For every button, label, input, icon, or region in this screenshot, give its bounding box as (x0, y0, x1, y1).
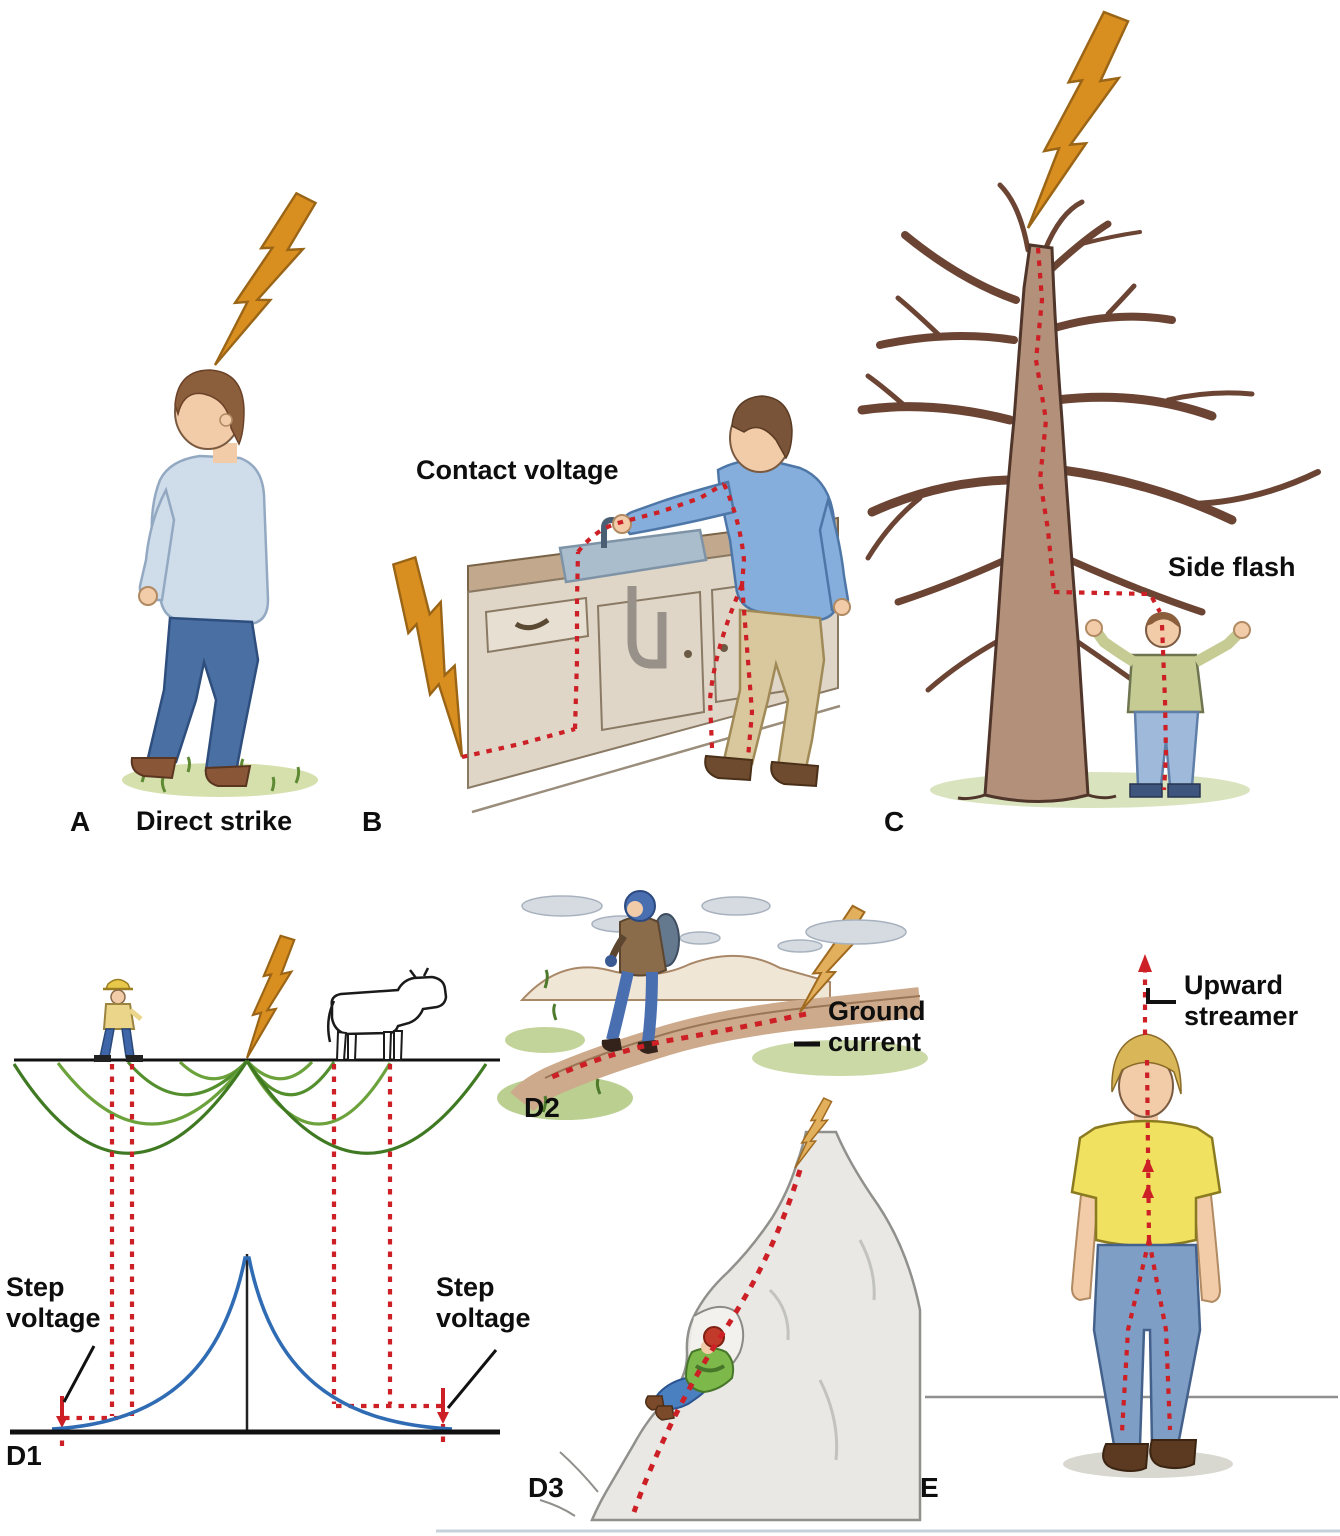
lightning-bolt-icon (242, 932, 300, 1065)
man-figure-side-flash (1085, 612, 1251, 798)
tree-figure (857, 182, 1321, 803)
faucet (601, 516, 625, 548)
panel-letter-a: A (70, 806, 91, 837)
sink-drain-pipe (627, 586, 667, 669)
hiker-figure (601, 890, 680, 1054)
upward-streamer-label: Upward streamer (1184, 970, 1299, 1032)
lightning-bolt-icon (209, 186, 323, 381)
voltage-curve (51, 1256, 453, 1431)
man-figure-upward-streamer (1070, 1033, 1222, 1472)
step-voltage-label-right: Step voltage (436, 1272, 531, 1334)
grass-blades (541, 969, 602, 1113)
walker-figure (94, 978, 143, 1062)
label-tick (1146, 988, 1176, 1004)
sink-basin (558, 528, 708, 584)
side-flash-label: Side flash (1168, 552, 1296, 582)
equipotential-arcs (12, 1059, 488, 1155)
panel-letter-d3: D3 (528, 1472, 564, 1503)
step-voltage-arrows (56, 1388, 449, 1428)
panel-a-caption: Direct strike (136, 806, 293, 836)
panel-letter-b: B (362, 806, 383, 837)
man-figure-direct-strike (130, 369, 270, 787)
panel-letter-c: C (884, 806, 905, 837)
panel-c-illustration (857, 5, 1321, 808)
panel-letter-d1: D1 (6, 1440, 42, 1471)
panel-b-illustration (376, 395, 851, 814)
lower-ridge (539, 1451, 599, 1517)
grass-area (505, 1027, 585, 1053)
step-voltage-label-left: Step voltage (6, 1272, 101, 1334)
current-path (631, 1169, 803, 1513)
grass-patch (930, 772, 1250, 808)
panel-d1-illustration (10, 932, 500, 1448)
pointer-line (446, 1349, 498, 1409)
grass-area (752, 1040, 928, 1076)
pointer-line (62, 1345, 96, 1403)
cabinet-door (596, 590, 706, 732)
panel-letter-e: E (920, 1472, 939, 1503)
ground-current-label: Ground current (828, 996, 926, 1058)
step-voltage-dashed-lines (59, 1064, 446, 1448)
panel-d3-illustration (539, 1095, 922, 1522)
streamer-path (1119, 954, 1173, 1433)
drawer-handle (514, 617, 550, 631)
clouds (521, 895, 907, 953)
hills (519, 955, 831, 1001)
cliff-contours (768, 1239, 876, 1461)
current-path (461, 482, 755, 760)
contact-voltage-label: Contact voltage (416, 455, 619, 485)
panel-letter-d2: D2 (524, 1092, 560, 1123)
current-path (1033, 247, 1169, 791)
trail-edge (544, 995, 921, 1079)
panel-d2-illustration (497, 890, 928, 1120)
panel-e-illustration (925, 954, 1338, 1478)
panel-a-illustration (122, 186, 323, 797)
cliff (590, 1130, 922, 1522)
cow-figure (326, 967, 448, 1061)
current-path (544, 1011, 807, 1083)
